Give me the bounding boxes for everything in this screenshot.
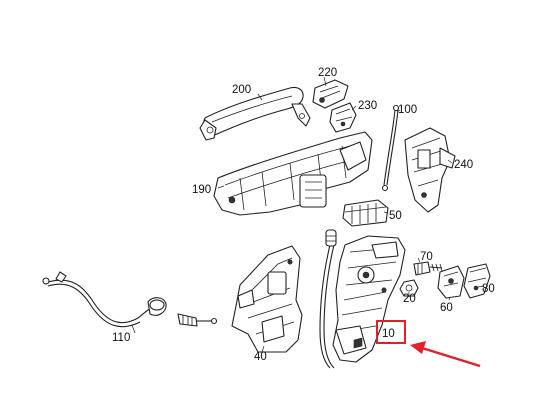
callout-labels: 200 220 230 100 240 190 50 70 20 80 60 1…	[112, 67, 495, 363]
part-190-handle-carrier[interactable]	[213, 131, 373, 216]
highlight-box-10	[376, 320, 406, 344]
part-200-door-handle[interactable]	[199, 86, 311, 141]
part-lower-cable[interactable]	[319, 229, 337, 369]
callout-110: 110	[112, 332, 130, 344]
callout-200: 200	[232, 84, 251, 96]
callout-230: 230	[358, 100, 377, 112]
part-50-switch-block[interactable]	[342, 199, 389, 227]
callout-70: 70	[420, 251, 433, 263]
callout-10: 10	[382, 328, 395, 340]
part-110-bowden-cable[interactable]	[42, 271, 218, 328]
part-20-nut[interactable]	[399, 279, 419, 297]
callout-20: 20	[403, 293, 416, 305]
part-220-handle-cap[interactable]	[312, 79, 349, 109]
callout-240: 240	[454, 159, 473, 171]
part-40-lock-cover[interactable]	[231, 245, 303, 353]
part-10-door-lock[interactable]	[332, 235, 406, 363]
leader-lines	[131, 76, 485, 353]
part-60-striker[interactable]	[437, 265, 465, 299]
callout-220: 220	[318, 67, 337, 79]
part-240-side-bracket[interactable]	[404, 127, 456, 213]
red-arrow-icon	[410, 341, 481, 368]
part-230-bracket[interactable]	[329, 102, 357, 133]
callout-100: 100	[398, 104, 417, 116]
callout-190: 190	[192, 184, 211, 196]
part-100-control-rod[interactable]	[381, 104, 400, 192]
callout-50: 50	[389, 210, 402, 222]
callout-60: 60	[440, 302, 453, 314]
part-70-screw[interactable]	[413, 261, 443, 276]
callout-80: 80	[482, 283, 495, 295]
callout-40: 40	[254, 351, 267, 363]
part-80-striker-bracket[interactable]	[463, 263, 491, 299]
